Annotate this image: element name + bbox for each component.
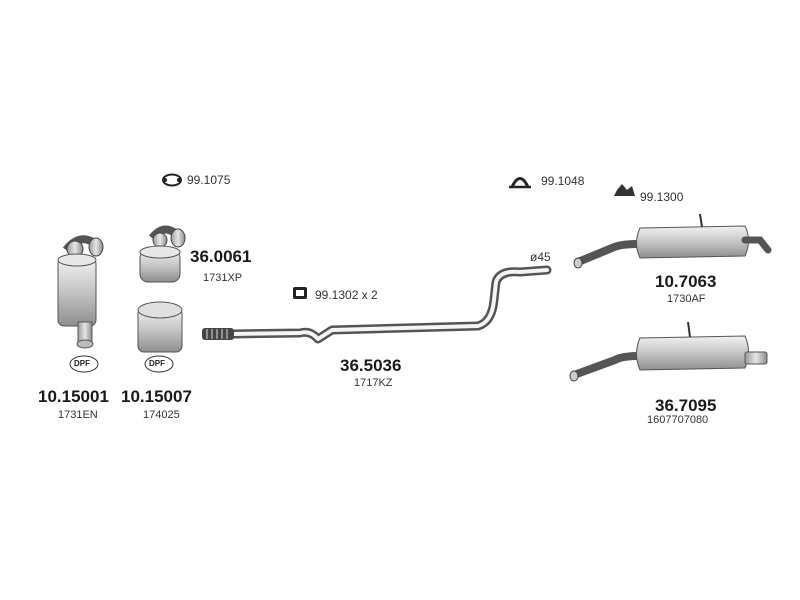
part-number-36-0061: 36.0061	[190, 247, 252, 266]
part-number-10-15007: 10.15007	[121, 387, 192, 406]
part-ref-1607707080: 1607707080	[647, 414, 709, 426]
clamp-icon	[509, 177, 531, 189]
pipe-diameter-label: ø45	[530, 250, 551, 264]
part-ref-1731xp: 1731XP	[203, 272, 243, 284]
hanger-icon	[614, 184, 635, 196]
hardware-label-99-1302: 99.1302 x 2	[315, 288, 378, 302]
part-number-10-7063: 10.7063	[655, 272, 717, 291]
dpf-badge	[69, 355, 99, 373]
middle-pipe	[202, 265, 552, 344]
hardware-label-99-1300: 99.1300	[640, 190, 684, 204]
hardware-label-99-1075: 99.1075	[187, 173, 231, 187]
rear-muffler-10-7063	[573, 213, 772, 269]
part-number-10-15001: 10.15001	[38, 387, 109, 406]
part-number-36-5036: 36.5036	[340, 356, 402, 375]
dpf-badge-text: DPF	[74, 359, 90, 368]
rubber-mount-icon	[293, 287, 307, 299]
part-number-36-7095: 36.7095	[655, 396, 717, 415]
catalyst-36-0061	[139, 225, 186, 283]
rear-muffler-36-7095	[569, 321, 768, 382]
part-ref-1731en: 1731EN	[58, 409, 98, 421]
part-ref-1730af: 1730AF	[667, 293, 706, 305]
part-ref-174025: 174025	[143, 409, 180, 421]
part-ref-1717kz: 1717KZ	[354, 377, 393, 389]
dpf-cylinder	[137, 301, 183, 353]
dpf-assembly-tall	[57, 235, 104, 349]
gasket-ring-icon	[162, 173, 182, 187]
dpf-badge	[144, 355, 174, 373]
dpf-badge-text: DPF	[149, 359, 165, 368]
hardware-label-99-1048: 99.1048	[541, 174, 585, 188]
